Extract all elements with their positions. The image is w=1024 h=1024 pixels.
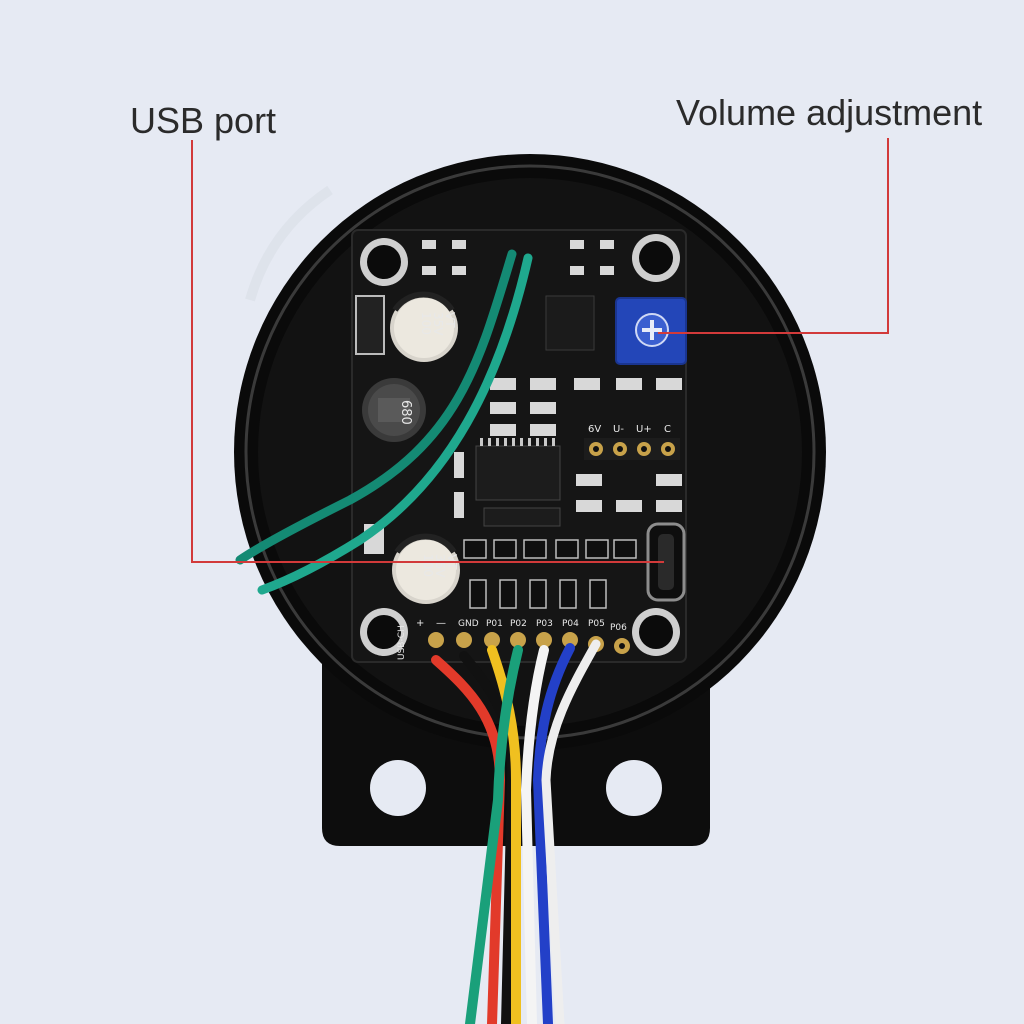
volume-leader: [658, 138, 889, 334]
capacitor-bottom-voltage: 35V: [433, 554, 447, 578]
side-marking: USB-CH: [397, 625, 407, 660]
power-label-u-minus: U-: [613, 424, 624, 435]
capacitor-top-value: 100: [419, 312, 433, 335]
pin-label-gnd: GND: [458, 619, 479, 629]
capacitor-top-voltage: 35V: [431, 312, 445, 336]
usb-wires: [235, 249, 533, 595]
bracket-hole-left: [370, 760, 426, 816]
capacitor-top: [390, 291, 458, 362]
inductor: [362, 378, 426, 442]
pin-label-p04: P04: [562, 619, 579, 629]
pin-label-p06: P06: [610, 623, 627, 633]
amplifier-chip: [475, 445, 561, 501]
inductor-marking: 680: [398, 400, 413, 425]
volume-potentiometer: [615, 297, 687, 365]
callout-leaders: [191, 138, 889, 563]
pin-label-plus: +: [416, 618, 424, 629]
bracket-hole-right: [606, 760, 662, 816]
usb-port: [646, 522, 686, 602]
capacitor-bottom: [392, 533, 460, 604]
pcb-board: [351, 229, 687, 663]
power-label-u-plus: U+: [636, 424, 652, 435]
pin-label-p01: P01: [486, 619, 503, 629]
pin-label-p02: P02: [510, 619, 527, 629]
volume-adjustment-callout: Volume adjustment: [676, 92, 983, 133]
usb-port-callout: USB port: [130, 100, 277, 141]
signal-wires: [431, 639, 601, 1024]
power-label-6v: 6V: [588, 424, 601, 435]
usb-port-leader: [191, 140, 664, 563]
pin-label-minus: —: [436, 618, 446, 629]
capacitor-bottom-value: 100: [421, 554, 435, 577]
capacitor-top-series: VT: [443, 312, 457, 328]
pin-label-p03: P03: [536, 619, 553, 629]
power-header: [584, 438, 680, 460]
pin-label-p05: P05: [588, 619, 605, 629]
power-label-c: C: [664, 424, 671, 435]
